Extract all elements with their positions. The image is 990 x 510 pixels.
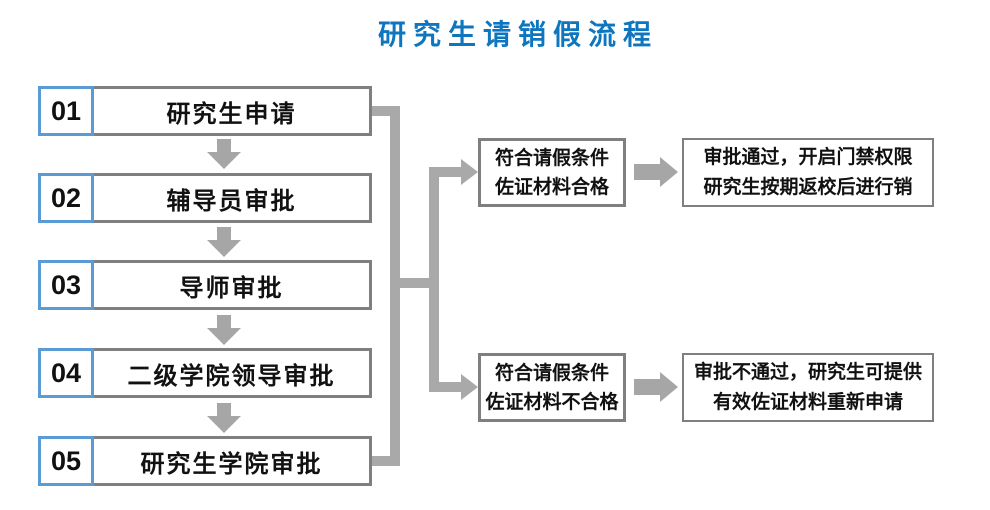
right-arrow-shaft: [634, 164, 660, 180]
connector-vertical-2: [429, 167, 439, 392]
condition-line: 符合请假条件: [494, 362, 609, 384]
down-arrow-shaft: [217, 227, 231, 240]
connector-vertical-1: [390, 106, 400, 466]
step-box-2: 02 辅导员审批: [38, 173, 372, 223]
down-arrow-head: [207, 240, 241, 257]
right-arrow-head: [660, 157, 678, 187]
outcome-line: 有效佐证材料重新申请: [712, 391, 903, 413]
step-label: 研究生申请: [166, 100, 297, 128]
condition-line: 佐证材料不合格: [485, 391, 619, 413]
down-arrow-icon: [207, 403, 241, 433]
step-box-4: 04 二级学院领导审批: [38, 348, 372, 398]
down-arrow-shaft: [217, 139, 231, 152]
condition-box-pass: 符合请假条件 佐证材料合格: [478, 138, 626, 207]
outcome-box-pass: 审批通过，开启门禁权限 研究生按期返校后进行销: [682, 138, 934, 207]
down-arrow-icon: [207, 315, 241, 345]
step-box-5: 05 研究生学院审批: [38, 436, 372, 486]
connector-branch-bottom: [439, 382, 461, 392]
down-arrow-icon: [207, 227, 241, 257]
step-label: 二级学院领导审批: [127, 362, 336, 390]
connector-stub-bottom: [372, 456, 400, 466]
step-label: 研究生学院审批: [140, 450, 323, 478]
condition-line: 符合请假条件: [494, 147, 609, 169]
outcome-line: 审批通过，开启门禁权限: [703, 146, 913, 168]
condition-box-fail: 符合请假条件 佐证材料不合格: [478, 353, 626, 422]
step-label: 导师审批: [179, 274, 284, 302]
step-number: 01: [38, 86, 94, 136]
connector-stub-top: [372, 106, 400, 116]
down-arrow-icon: [207, 139, 241, 169]
arrowhead-bottom-icon: [461, 374, 478, 400]
right-arrow-icon: [634, 372, 678, 402]
step-number: 05: [38, 436, 94, 486]
step-box-1: 01 研究生申请: [38, 86, 372, 136]
outcome-line: 审批不通过，研究生可提供: [693, 361, 922, 383]
connector-branch-top: [439, 167, 461, 177]
down-arrow-head: [207, 328, 241, 345]
down-arrow-shaft: [217, 403, 231, 416]
step-box-3: 03 导师审批: [38, 260, 372, 310]
right-arrow-shaft: [634, 379, 660, 395]
down-arrow-shaft: [217, 315, 231, 328]
right-arrow-head: [660, 372, 678, 402]
step-label: 辅导员审批: [166, 187, 297, 215]
right-arrow-icon: [634, 157, 678, 187]
condition-line: 佐证材料合格: [494, 176, 609, 198]
down-arrow-head: [207, 416, 241, 433]
outcome-line: 研究生按期返校后进行销: [703, 176, 913, 198]
arrowhead-top-icon: [461, 159, 478, 185]
step-number: 03: [38, 260, 94, 310]
step-number: 02: [38, 173, 94, 223]
down-arrow-head: [207, 152, 241, 169]
step-number: 04: [38, 348, 94, 398]
connector-middle: [400, 278, 429, 288]
page-title: 研究生请销假流程: [378, 19, 659, 50]
outcome-box-fail: 审批不通过，研究生可提供 有效佐证材料重新申请: [682, 353, 934, 422]
